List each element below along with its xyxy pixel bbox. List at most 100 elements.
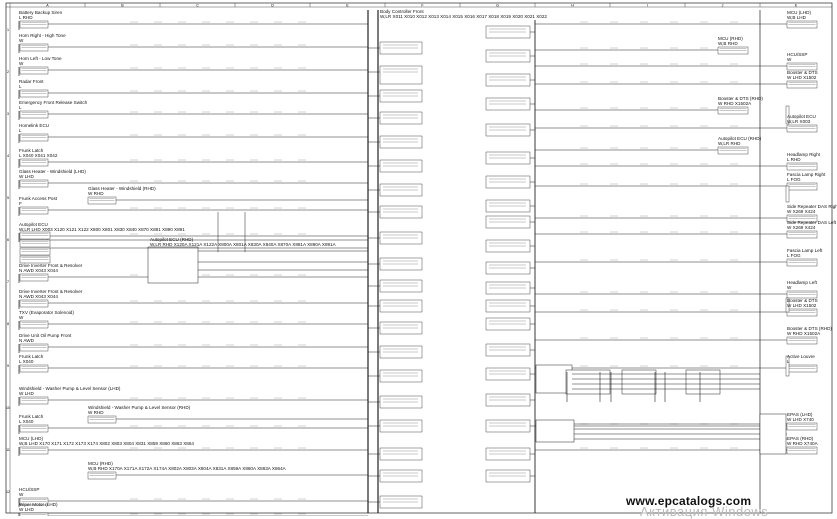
right-connector-name: Side Repeater DAS Right bbox=[787, 204, 837, 209]
left-pin-box bbox=[19, 396, 49, 405]
right-pin-box bbox=[786, 258, 818, 267]
right-connector-name: EPAS (RHD) bbox=[787, 436, 814, 441]
left-pin-box bbox=[19, 273, 49, 282]
mid-pin-box bbox=[87, 471, 117, 480]
right-connector-pins: W LHD X1502 bbox=[787, 303, 817, 308]
right-pin-box bbox=[717, 46, 749, 55]
mid-connector-name: Windshield - Washer Pump & Level Sensor … bbox=[88, 405, 191, 410]
mid-pin-box bbox=[87, 415, 117, 424]
right-pin-box bbox=[717, 106, 749, 115]
bridge-block-mid bbox=[565, 369, 611, 395]
left-connector-name: Wiper Motor (LHD) bbox=[19, 502, 58, 507]
left-pin-box bbox=[19, 20, 49, 29]
left-pin-box bbox=[19, 364, 49, 373]
grid-column-label: A bbox=[46, 3, 49, 7]
left-connector-name: Windshield - Washer Pump & Level Sensor … bbox=[19, 386, 121, 391]
mid-pin-box bbox=[87, 196, 117, 205]
right-connector-pins: W X269 X424 bbox=[787, 209, 816, 214]
right-connector-name: Side Repeater DAS Left bbox=[787, 220, 837, 225]
left-connector-pins: W LHD bbox=[19, 507, 34, 512]
grid-row-label: 6 bbox=[7, 238, 9, 242]
high-side-driver-box bbox=[379, 65, 423, 85]
right-connector-pins: W bbox=[787, 57, 792, 62]
right-connector-name: Fascia Lamp Left bbox=[787, 248, 823, 253]
grid-row-label: 9 bbox=[7, 364, 9, 368]
grid-row-label: 5 bbox=[7, 196, 9, 200]
left-pin-box bbox=[19, 424, 49, 433]
grid-column-label: I bbox=[647, 3, 648, 7]
right-connector-name: Booster & DTS (RHD) bbox=[787, 326, 832, 331]
left-pin-box bbox=[19, 497, 49, 506]
left-connector-name: Radar Front bbox=[19, 79, 44, 84]
right-pin-box bbox=[786, 422, 818, 431]
grid-column-label: F bbox=[421, 3, 424, 7]
grid-row-label: 11 bbox=[6, 448, 10, 452]
right-connector-pins: W RHD X740A bbox=[787, 441, 818, 446]
mid-connector-pins: W,LR RHD X120A X121A X122A X800A X801A X… bbox=[150, 242, 336, 247]
left-connector-pins: W LHD bbox=[19, 391, 34, 396]
grid-row-label: 12 bbox=[6, 490, 10, 494]
right-connector-name: MCU (RHD) bbox=[718, 36, 743, 41]
right-pin-box bbox=[786, 80, 818, 89]
left-connector-name: Frunk Latch bbox=[19, 148, 44, 153]
mid-connector-name: Glass Heater - Windshield (RHD) bbox=[88, 186, 156, 191]
mid-connector-pins: W RHD bbox=[88, 410, 104, 415]
grid-row-label: 10 bbox=[6, 406, 10, 410]
left-pin-box bbox=[19, 179, 49, 188]
left-pin-box bbox=[19, 89, 49, 98]
bridge-block-right bbox=[685, 369, 721, 395]
grid-row-label: 8 bbox=[7, 322, 9, 326]
left-pin-box bbox=[19, 110, 49, 119]
mid-connector-pins: W,B RHD X170A X171A X172A X174A X802A X8… bbox=[88, 466, 286, 471]
right-connector-name: Active Louvre bbox=[787, 354, 815, 359]
right-side-marker bbox=[785, 185, 790, 203]
right-connector-name: Headlamp Left bbox=[787, 280, 817, 285]
mid-connector-name: Autopilot ECU (RHD) bbox=[150, 237, 194, 242]
right-pin-box bbox=[786, 290, 818, 299]
windows-activation-text: Активация Windows bbox=[640, 504, 769, 519]
left-connector-pins: W,LR LHD X003 X120 X121 X122 X800 X801 X… bbox=[19, 227, 185, 232]
right-connector-pins: W RHD X1502A bbox=[787, 331, 821, 336]
body-controller-pins: W,LR X011 X010 X012 X013 X014 X015 X016 … bbox=[380, 14, 547, 19]
right-pin-box bbox=[786, 182, 818, 191]
right-side-marker bbox=[785, 105, 790, 125]
epas-bridge-block bbox=[535, 419, 575, 443]
grid-column-label: D bbox=[271, 3, 274, 7]
right-connector-pins: W LHD X740 bbox=[787, 417, 814, 422]
right-connector-pins: L bbox=[787, 359, 790, 364]
right-connector-name: Booster & DTS (RHD) bbox=[718, 96, 763, 101]
left-connector-name: MCU (LHD) bbox=[19, 436, 43, 441]
left-pin-box bbox=[19, 66, 49, 75]
right-connector-pins: W,B RHD bbox=[718, 41, 738, 46]
right-pin-box bbox=[786, 124, 818, 133]
autopilot-lhd-pin-box bbox=[19, 255, 51, 264]
right-connector-pins: L FOG bbox=[787, 253, 801, 258]
left-connector-name: Homelink ECU bbox=[19, 123, 50, 128]
right-connector-pins: W bbox=[787, 285, 792, 290]
right-connector-name: Headlamp Right bbox=[787, 152, 820, 157]
left-connector-name: Drive Unit Oil Pump Front bbox=[19, 333, 72, 338]
left-connector-name: Drive Inverter Front & Resolver bbox=[19, 263, 83, 268]
right-pin-box bbox=[786, 20, 818, 29]
grid-row-label: 3 bbox=[7, 112, 9, 116]
left-connector-pins: L bbox=[19, 84, 22, 89]
left-connector-pins: W,B LHD X170 X171 X172 X173 X174 X802 X8… bbox=[19, 441, 194, 446]
grid-column-label: H bbox=[571, 3, 574, 7]
right-pin-box bbox=[786, 62, 818, 71]
grid-column-label: B bbox=[121, 3, 124, 7]
right-connector-pins: L RHD bbox=[787, 157, 801, 162]
mid-connector-name: MCU (RHD) bbox=[88, 461, 113, 466]
grid-row-label: 7 bbox=[7, 280, 9, 284]
left-pin-box bbox=[19, 133, 49, 142]
left-pin-box bbox=[19, 158, 49, 167]
left-connector-name: Battery Backup Siren bbox=[19, 10, 63, 15]
left-connector-name: Horn Right - High Tone bbox=[19, 33, 66, 38]
left-connector-pins: N AWD bbox=[19, 338, 34, 343]
left-pin-box bbox=[19, 299, 49, 308]
right-connector-pins: W,LR X003 bbox=[787, 119, 811, 124]
right-pin-box bbox=[786, 446, 818, 455]
body-controller-title: Body Controller Front bbox=[380, 9, 424, 14]
right-connector-name: MCU (LHD) bbox=[787, 10, 811, 15]
grid-row-label: 4 bbox=[7, 154, 9, 158]
